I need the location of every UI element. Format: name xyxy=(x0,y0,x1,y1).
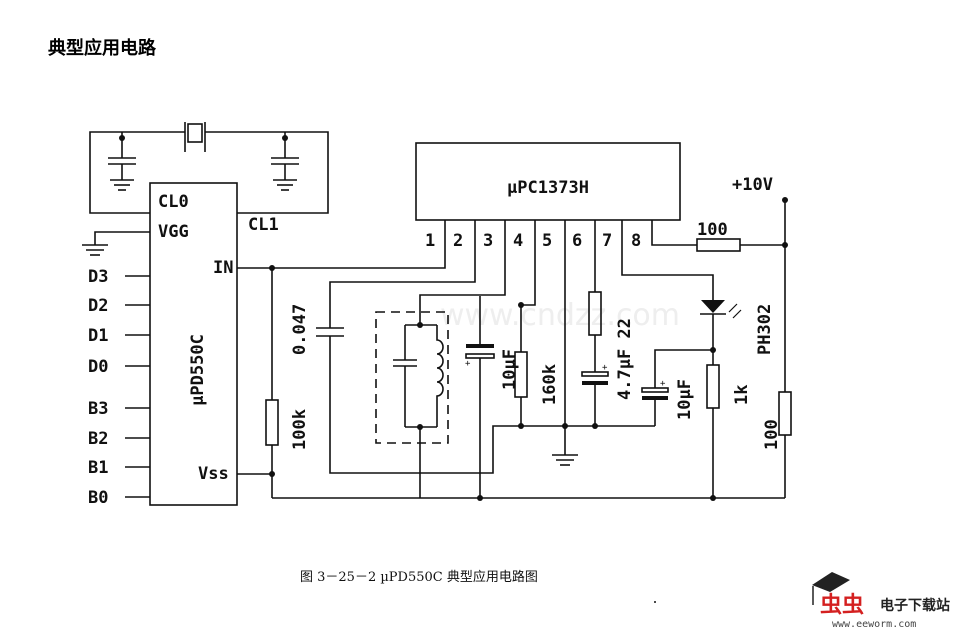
wiring: 100k 0.047 + 10µF 160k + xyxy=(237,175,792,501)
pin-vss: Vss xyxy=(198,464,229,484)
svg-text:100k: 100k xyxy=(290,409,310,450)
svg-text:PH302: PH302 xyxy=(755,304,775,355)
supply-label: +10V xyxy=(732,175,773,195)
svg-text:160k: 160k xyxy=(540,364,560,405)
pin-in: IN xyxy=(213,258,233,278)
svg-text:100: 100 xyxy=(697,220,728,240)
svg-text:电子下载站: 电子下载站 xyxy=(880,597,950,614)
pin-cl0: CL0 xyxy=(158,192,189,212)
chip-upc1373h: µPC1373H 1 2 3 4 5 6 7 8 xyxy=(415,142,681,251)
svg-text:0.047: 0.047 xyxy=(290,304,310,355)
pin-vgg: VGG xyxy=(158,222,189,242)
inductor-icon xyxy=(436,325,444,427)
svg-text:+: + xyxy=(465,359,471,369)
svg-text:3: 3 xyxy=(483,231,493,251)
svg-text:4: 4 xyxy=(513,231,523,251)
svg-text:6: 6 xyxy=(572,231,582,251)
resistor-100k xyxy=(265,399,279,446)
watermark: www.cndzz.com xyxy=(440,298,680,333)
chip-name: µPD550C xyxy=(188,334,208,406)
svg-text:5: 5 xyxy=(542,231,552,251)
svg-text:D1: D1 xyxy=(88,326,108,346)
svg-text:+: + xyxy=(602,363,608,373)
svg-text:8: 8 xyxy=(631,231,641,251)
figure-caption: 图 3－25－2 µPD550C 典型应用电路图 xyxy=(300,569,538,585)
svg-text:1k: 1k xyxy=(732,385,752,405)
svg-text:D2: D2 xyxy=(88,296,108,316)
shield-box xyxy=(375,311,449,444)
led-icon xyxy=(701,300,725,313)
svg-text:虫虫: 虫虫 xyxy=(820,592,864,618)
crystal-oscillator-network xyxy=(89,122,329,214)
svg-text:7: 7 xyxy=(602,231,612,251)
pin-cl1: CL1 xyxy=(248,215,279,235)
svg-text:B0: B0 xyxy=(88,488,108,508)
resistor-100-horizontal xyxy=(696,238,741,252)
page-title: 典型应用电路 xyxy=(48,37,157,59)
svg-text:B1: B1 xyxy=(88,458,108,478)
svg-text:D3: D3 xyxy=(88,267,108,287)
svg-text:100: 100 xyxy=(762,419,782,450)
chip-name: µPC1373H xyxy=(507,178,589,198)
svg-text:4.7µF 22: 4.7µF 22 xyxy=(615,318,635,400)
svg-text:www.eeworm.com: www.eeworm.com xyxy=(832,619,916,629)
svg-text:+: + xyxy=(660,379,666,389)
resistor-1k xyxy=(706,364,720,409)
chip-upd550c: µPD550C CL0 VGG IN Vss CL1 D3 D2 D1 D0 B… xyxy=(82,182,279,508)
svg-text:10µF: 10µF xyxy=(675,379,695,420)
svg-text:B2: B2 xyxy=(88,429,108,449)
svg-text:10µF: 10µF xyxy=(500,349,520,390)
graduation-cap-icon xyxy=(812,572,850,592)
port-pins: D3 D2 D1 D0 B3 B2 B1 B0 xyxy=(88,267,150,508)
crystal-icon xyxy=(187,123,203,143)
svg-text:B3: B3 xyxy=(88,399,108,419)
svg-text:1: 1 xyxy=(425,231,435,251)
site-logo: 虫虫 电子下载站 www.eeworm.com xyxy=(812,572,950,629)
svg-text:2: 2 xyxy=(453,231,463,251)
svg-text:D0: D0 xyxy=(88,357,108,377)
